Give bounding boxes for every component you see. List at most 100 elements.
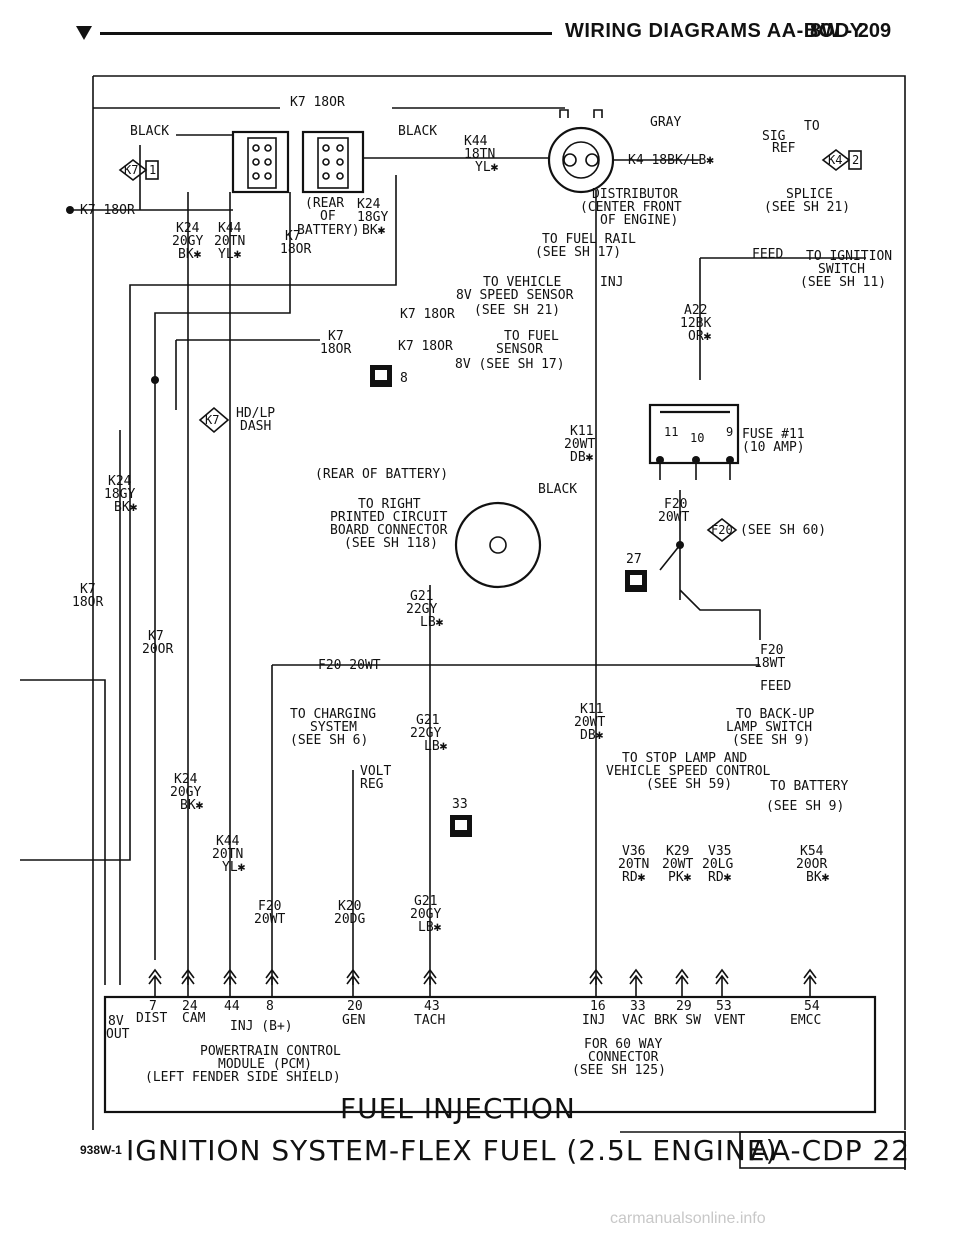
k7-1-tag-icon — [118, 158, 159, 182]
label-20tn-b: 20TN — [212, 847, 243, 862]
label-k4-18bk: K4 18BK/LB✱ — [628, 153, 714, 168]
label-k24-left: K24 — [108, 474, 132, 489]
label-conn-27: 27 — [626, 552, 642, 567]
label-reg: REG — [360, 777, 384, 792]
label-20gy-top: 20GY — [172, 234, 203, 249]
label-12bk: 12BK — [680, 316, 711, 331]
pcm-pin-33: 33 — [630, 999, 646, 1014]
wire-k7-fuel — [175, 339, 320, 410]
pin-name-gen: GEN — [342, 1013, 365, 1028]
label-yl: YL✱ — [475, 160, 499, 175]
label-feed: FEED — [752, 247, 783, 262]
label-see-sh-125: (SEE SH 125) — [572, 1063, 666, 1078]
label-k11-b: K11 — [580, 702, 603, 717]
fuse-11-icon — [648, 403, 740, 465]
label-20gy-b: 20GY — [170, 785, 201, 800]
label-f20: F20 — [664, 497, 687, 512]
pcm-pin-7: 7 — [149, 999, 157, 1014]
label-k7-180r-top: K7 18OR — [290, 95, 345, 110]
label-see-sh-118: (SEE SH 118) — [344, 536, 438, 551]
label-gray: GRAY — [650, 115, 681, 130]
label-to-stop-lamp: TO STOP LAMP AND — [622, 751, 747, 766]
wire-k7-mid — [154, 192, 291, 960]
label-black-mid: BLACK — [398, 124, 437, 139]
label-g21-b: G21 — [416, 713, 439, 728]
label-k24: K24 — [357, 197, 381, 212]
pcm-pin-arrows — [148, 968, 817, 997]
label-k54: K54 — [800, 844, 824, 859]
label-a22: A22 — [684, 303, 707, 318]
pin-name-out: OUT — [106, 1027, 130, 1042]
label-to-fuel-rail: TO FUEL RAIL — [542, 232, 636, 247]
label-of: OF — [320, 209, 336, 224]
pin-name-8v: 8V — [108, 1014, 124, 1029]
footer-fuel-injection: FUEL INJECTION — [340, 1092, 576, 1125]
label-hd-lp: HD/LP — [236, 406, 275, 421]
label-inj: INJ — [600, 275, 623, 290]
pcm-pin-53: 53 — [716, 999, 732, 1014]
pin-name-brk-sw: BRK SW — [654, 1013, 701, 1028]
label-k7-18or-left: K7 18OR — [80, 203, 135, 218]
pcm-pin-arrow-16 — [589, 968, 603, 997]
label-feed2: FEED — [760, 679, 791, 694]
label-connector: CONNECTOR — [588, 1050, 659, 1065]
label-lamp-switch: LAMP SWITCH — [726, 720, 812, 735]
label-20dg: 20DG — [334, 912, 365, 927]
pin-name-emcc: EMCC — [790, 1013, 821, 1028]
label-bk-b: BK✱ — [180, 798, 204, 813]
label-f20-20wt-line: F20 20WT — [318, 658, 381, 673]
label-fuse-11: FUSE #11 — [742, 427, 805, 442]
label-volt: VOLT — [360, 764, 391, 779]
label-sig: SIG — [762, 129, 786, 144]
label-20gy-c: 20GY — [410, 907, 441, 922]
label-rear: (REAR — [305, 196, 344, 211]
label-18or-far: 18OR — [72, 595, 103, 610]
label-system: SYSTEM — [310, 720, 357, 735]
pcm-pin-arrow-20 — [346, 968, 360, 997]
label-k29: K29 — [666, 844, 689, 859]
label-k7-mid: K7 — [285, 229, 301, 244]
label-k24-top: K24 — [176, 221, 200, 236]
pin-name-tach: TACH — [414, 1013, 445, 1028]
label-to-vehicle: TO VEHICLE — [483, 275, 561, 290]
header-page-number: 8W - 209 — [810, 20, 892, 42]
pcm-pin-arrow-24 — [181, 968, 195, 997]
label-switch: SWITCH — [818, 262, 865, 277]
header-title: WIRING DIAGRAMS AA-BODY — [565, 20, 864, 42]
label-printed-circuit: PRINTED CIRCUIT — [330, 510, 448, 525]
pcm-pin-29: 29 — [676, 999, 692, 1014]
label-20tn-v36: 20TN — [618, 857, 649, 872]
pcm-pin-arrow-7 — [148, 968, 162, 997]
label-see-sh-11: (SEE SH 11) — [800, 275, 886, 290]
label-k24-b: K24 — [174, 772, 198, 787]
label-k44-b: K44 — [216, 834, 240, 849]
label-board-connector: BOARD CONNECTOR — [330, 523, 448, 538]
header-rule — [100, 32, 552, 35]
label-to-backup: TO BACK-UP — [736, 707, 814, 722]
splice-dot-left — [66, 206, 74, 214]
label-to-right: TO RIGHT — [358, 497, 421, 512]
label-sensor: SENSOR — [496, 342, 543, 357]
label-8v-see17: 8V (SEE SH 17) — [455, 357, 565, 372]
pcm-pin-54: 54 — [804, 999, 820, 1014]
label-bk-left: BK✱ — [114, 500, 138, 515]
label-k4-tag-num: 2 — [852, 153, 859, 167]
label-lb-b: LB✱ — [424, 739, 448, 754]
pin-name-inj-b: INJ (B+) — [230, 1019, 293, 1034]
label-20or-k54: 20OR — [796, 857, 827, 872]
label-bk: BK✱ — [362, 223, 386, 238]
label-k44-top: K44 — [218, 221, 242, 236]
label-see-sh-9b: (SEE SH 9) — [766, 799, 844, 814]
pin-name-vent: VENT — [714, 1013, 745, 1028]
wire-f20-20wt — [271, 664, 760, 985]
label-k7-18or-see21: K7 18OR — [400, 307, 455, 322]
footer-sheet: AA-CDP 22 — [750, 1134, 910, 1167]
connector-8-icon — [370, 365, 392, 387]
sheet-box — [739, 1131, 906, 1169]
pcm-box — [103, 995, 877, 1114]
label-to: TO — [804, 119, 820, 134]
label-pcm-3: (LEFT FENDER SIDE SHIELD) — [145, 1070, 341, 1085]
label-20wt-f20b: 20WT — [254, 912, 285, 927]
footer-code: 938W-1 — [80, 1143, 122, 1157]
pcm-pin-arrow-44 — [223, 968, 237, 997]
